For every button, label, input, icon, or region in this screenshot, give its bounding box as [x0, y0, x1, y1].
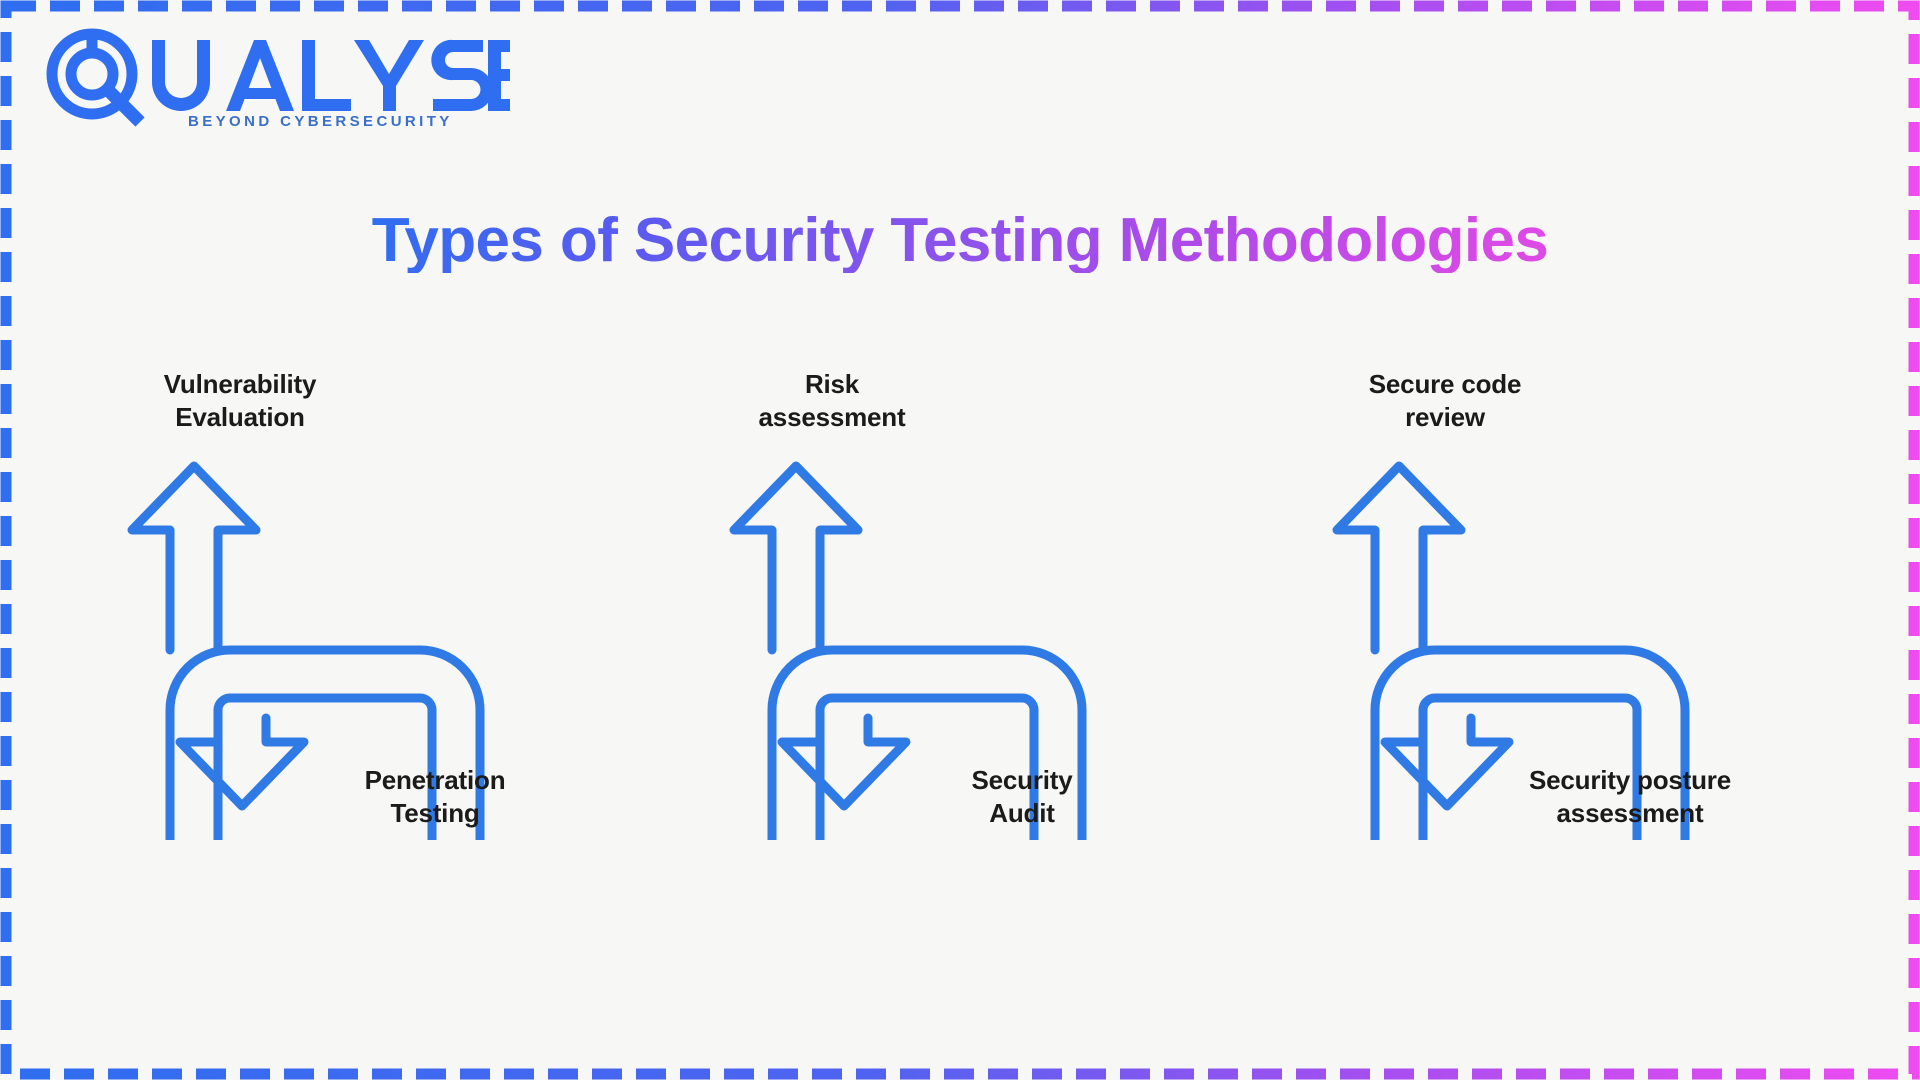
- down-arrowhead-3: [1380, 713, 1514, 811]
- down-arrowhead-2: [777, 713, 911, 811]
- down-arrowhead-1: [175, 713, 309, 811]
